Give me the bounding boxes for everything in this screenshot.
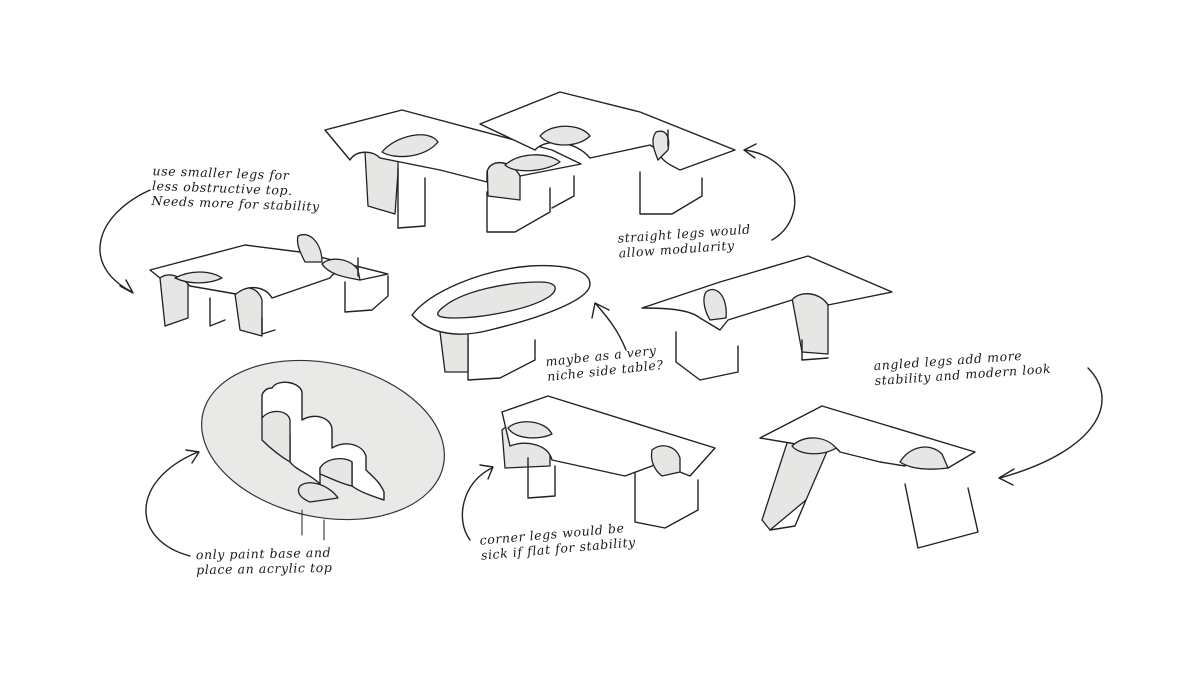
arrow-angled-legs [999, 367, 1103, 479]
arrow-smaller-legs [99, 189, 151, 293]
sketch-right-table [641, 255, 893, 381]
note-paint-base: only paint base and place an acrylic top [195, 544, 333, 578]
arrow-paint-base [145, 451, 199, 557]
sketch-acrylic-oval-table [201, 359, 445, 541]
sketch-small-legs-table [149, 234, 389, 337]
sketch-corner-legs-table [501, 395, 716, 529]
sketch-angled-legs-table [759, 405, 979, 549]
annotation-arrows [99, 143, 1103, 557]
arrow-side-table [595, 303, 627, 351]
note-smaller-legs: use smaller legs for less obstructive to… [151, 163, 321, 214]
sketch-modular-tables [324, 91, 736, 233]
sketch-oval-side-table [411, 264, 591, 381]
arrow-corner-legs [461, 467, 493, 541]
arrow-straight-legs [744, 149, 796, 241]
